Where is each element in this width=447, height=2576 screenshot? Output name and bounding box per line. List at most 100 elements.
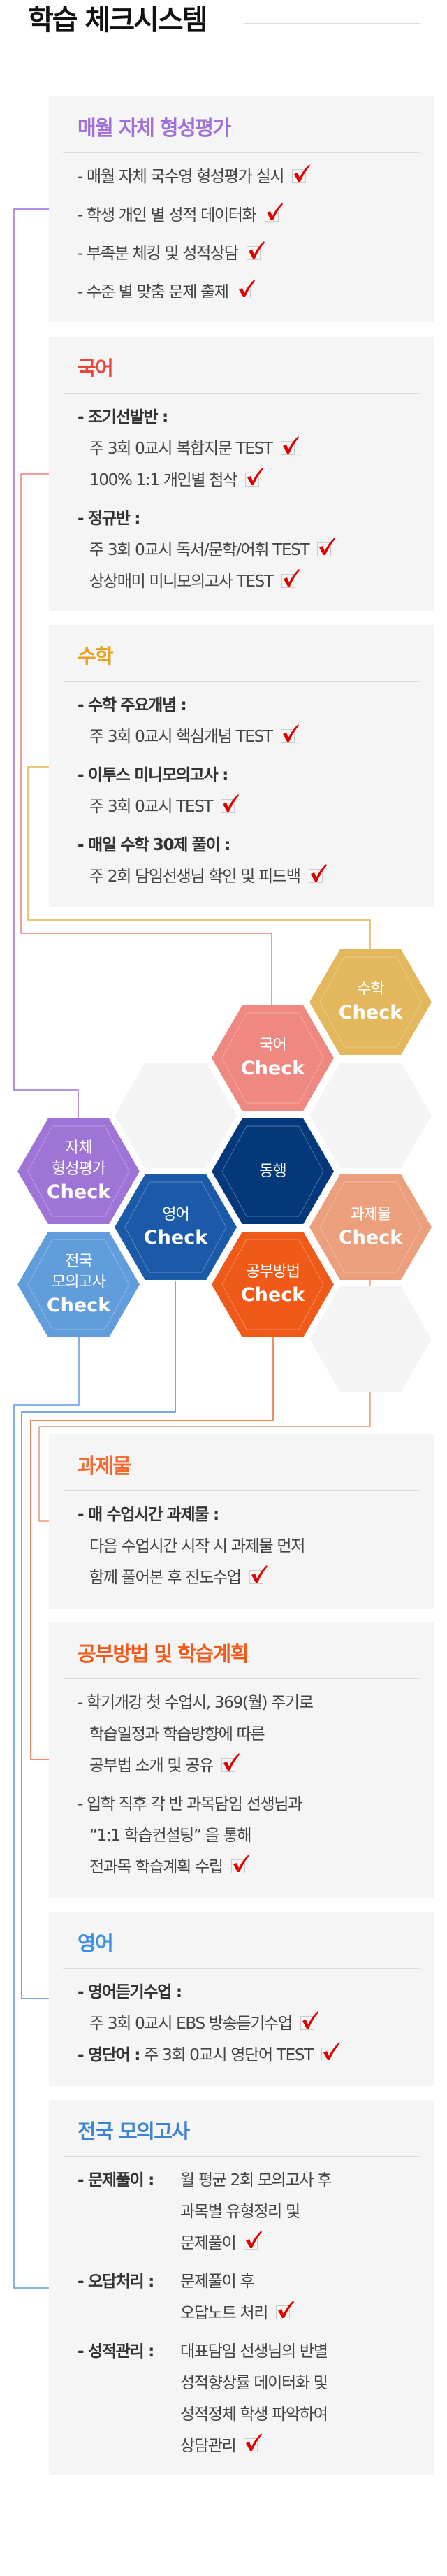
checkmark-icon: [245, 468, 264, 487]
item-text: 문제풀이 후: [180, 2273, 255, 2291]
page-title: 학습 체크시스템: [28, 4, 208, 36]
section-title: 공부방법 및 학습계획: [78, 1642, 249, 1666]
hex-label: 형성평가: [52, 1160, 106, 1178]
section-self: 매월 자체 형성평가- 매월 자체 국수영 형성평가 실시- 학생 개인 별 성…: [49, 96, 434, 322]
list-item: - 학생 개인 별 성적 데이터화: [78, 200, 420, 231]
item-text: 전과목 학습계획 수립: [89, 1858, 224, 1876]
item-text: - 영어듣기수업 :: [78, 1983, 182, 2001]
list-item: 주 3회 0교시 독서/문학/어휘 TEST: [78, 535, 420, 566]
hex-check-label: Check: [338, 1226, 403, 1249]
checkmark-icon: [300, 2011, 318, 2030]
section-divider: [63, 393, 420, 394]
item-text: 주 3회 0교시 핵심개념 TEST: [89, 728, 273, 746]
list-item: 성적향상률 데이터화 및: [78, 2368, 420, 2399]
item-text: 성적정체 학생 파악하여: [180, 2405, 328, 2424]
hex-check-label: Check: [46, 1294, 111, 1316]
item-text: - 수준 별 맞춤 문제 출제: [78, 283, 229, 301]
list-item: 다음 수업시간 시작 시 과제물 먼저: [78, 1531, 420, 1562]
list-item: - 이투스 미니모의고사 :: [78, 760, 420, 791]
section-title: 전국 모의고사: [78, 2120, 190, 2143]
list-item: - 정규반 :: [78, 503, 420, 535]
hex-check-label: Check: [46, 1181, 111, 1203]
section-title: 국어: [78, 357, 114, 380]
connector-self: [13, 208, 79, 1118]
item-text: 과목별 유형정리 및: [180, 2203, 300, 2221]
item-text: - 조기선발반 :: [78, 408, 168, 426]
hex-label: 국어: [259, 1036, 286, 1054]
section-divider: [63, 2156, 420, 2157]
item-text: 문제풀이: [180, 2234, 237, 2252]
list-item: 상상매미 미니모의고사 TEST: [78, 566, 420, 598]
list-item: 주 3회 0교시 EBS 방송듣기수업: [78, 2008, 420, 2040]
list-item: 과목별 유형정리 및: [78, 2196, 420, 2228]
checkmark-icon: [280, 436, 299, 455]
hex-label: 공부방법: [246, 1262, 300, 1281]
item-text: “1:1 학습컨설팅” 을 통해: [89, 1827, 252, 1845]
list-item: - 성적관리 :대표담임 선생님의 반별: [78, 2336, 420, 2368]
list-item: 주 2회 담임선생님 확인 및 피드백: [78, 861, 420, 893]
item-text: 학습일정과 학습방향에 따른: [89, 1725, 265, 1743]
hex-check-label: Check: [143, 1226, 208, 1249]
item-text: 주 2회 담임선생님 확인 및 피드백: [89, 868, 301, 886]
hex-check-label: Check: [240, 1057, 305, 1079]
hex-label: 과제물: [350, 1205, 392, 1223]
hex-check-label: Check: [338, 1001, 403, 1023]
list-item: 함께 풀어본 후 진도수업: [78, 1562, 420, 1594]
hex-inner-border: [27, 1125, 130, 1217]
list-item: - 매일 수학 30제 풀이 :: [78, 830, 420, 861]
list-item: 학습일정과 학습방향에 따른: [78, 1719, 420, 1750]
item-text: 주 3회 0교시 독서/문학/어휘 TEST: [89, 541, 310, 559]
list-item: - 매 수업시간 과제물 :: [78, 1499, 420, 1531]
item-text: - 입학 직후 각 반 과목담임 선생님과: [78, 1795, 302, 1813]
item-text: - 수학 주요개념 :: [78, 696, 187, 714]
checkmark-icon: [264, 203, 283, 222]
list-item: - 수준 별 맞춤 문제 출제: [78, 277, 420, 308]
list-item: 성적정체 학생 파악하여: [78, 2399, 420, 2431]
section-title: 과제물: [78, 1454, 131, 1478]
hex-inner-border: [221, 1125, 324, 1217]
checkmark-icon: [236, 280, 255, 298]
checkmark-icon: [292, 164, 311, 183]
section-divider: [63, 1678, 420, 1679]
check-list: - 영어듣기수업 : 주 3회 0교시 EBS 방송듣기수업- 영단어 : 주 3…: [63, 1977, 420, 2071]
list-item: - 입학 직후 각 반 과목담임 선생님과: [78, 1789, 420, 1820]
connector-mock: [13, 1337, 80, 2289]
checkmark-icon: [244, 2433, 263, 2452]
hex-label: 모의고사: [52, 1273, 106, 1291]
section-divider: [63, 1968, 420, 1969]
section-title: 영어: [78, 1931, 114, 1955]
list-item: 상담관리: [78, 2431, 420, 2462]
hex-label: 동행: [259, 1162, 286, 1180]
checkmark-icon: [281, 569, 300, 588]
list-item: 공부법 소개 및 공유: [78, 1750, 420, 1782]
check-group: - 부족분 체킹 및 성적상담: [78, 238, 420, 270]
item-text: 대표담임 선생님의 반별: [180, 2343, 328, 2361]
list-item: - 영단어 : 주 3회 0교시 영단어 TEST: [78, 2040, 420, 2071]
hex-label: 영어: [162, 1205, 189, 1223]
section-title: 매월 자체 형성평가: [78, 116, 231, 140]
check-group: - 정규반 : 주 3회 0교시 독서/문학/어휘 TEST 상상매미 미니모의고사…: [78, 503, 420, 598]
item-label: - 오답처리 :: [78, 2273, 154, 2291]
section-divider: [63, 681, 420, 682]
list-item: - 부족분 체킹 및 성적상담: [78, 238, 420, 270]
item-text: 다음 수업시간 시작 시 과제물 먼저: [89, 1537, 305, 1555]
item-text: 상상매미 미니모의고사 TEST: [89, 573, 274, 591]
item-text: - 학생 개인 별 성적 데이터화: [78, 206, 257, 224]
checkmark-icon: [230, 1855, 249, 1873]
list-item: “1:1 학습컨설팅” 을 통해: [78, 1820, 420, 1852]
list-item: 100% 1:1 개인별 첨삭: [78, 465, 420, 496]
item-text: 함께 풀어본 후 진도수업: [89, 1569, 242, 1587]
list-item: - 학기개강 첫 수업시, 369(월) 주기로: [78, 1688, 420, 1719]
section-divider: [63, 1490, 420, 1491]
check-group: - 이투스 미니모의고사 :주 3회 0교시 TEST: [78, 760, 420, 823]
item-text: - 이투스 미니모의고사 :: [78, 766, 228, 784]
